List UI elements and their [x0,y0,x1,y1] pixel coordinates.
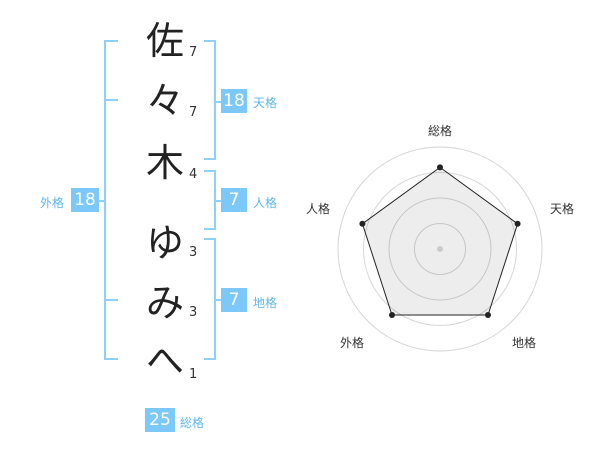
name-char-1: 佐 [145,19,184,63]
tenkaku-value-badge: 18 [221,89,247,113]
name-char-5: み [145,281,184,325]
radar-point-1 [437,164,443,171]
stroke-count-6: 1 [189,367,198,382]
stroke-count-3: 4 [189,167,198,182]
stroke-count-2: 7 [189,105,198,120]
radar-point-4 [389,312,395,318]
radar-axis-label-2: 天格 [549,202,574,216]
gaikaku-value-badge: 18 [71,188,99,212]
stroke-count-4: 3 [189,245,198,260]
radar-axis-label-4: 外格 [339,336,364,350]
name-char-6: へ [145,339,184,383]
radar-center-dot [437,246,443,252]
radar-axis-label-5: 人格 [305,202,330,216]
radar-point-5 [359,220,366,227]
chikaku-value-badge: 7 [221,288,247,312]
gaikaku-label: 外格 [40,196,65,210]
soukaku-label: 総格 [180,416,205,430]
radar-ring-2 [388,197,492,301]
chikaku-label: 地格 [253,296,278,310]
name-char-4: ゆ [145,221,184,265]
name-char-2: 々 [145,79,184,123]
radar-ring-3 [363,172,517,326]
soukaku-value-badge: 25 [145,408,175,432]
radar-point-3 [485,312,491,318]
tenkaku-label: 天格 [253,96,278,110]
radar-axis-label-3: 地格 [511,336,536,350]
stroke-count-1: 7 [189,45,198,60]
jinkaku-label: 人格 [253,196,278,210]
radar-series [361,166,519,316]
radar-ring-1 [414,223,466,275]
radar-axis-label-1: 総格 [427,124,452,138]
radar-ring-4 [337,146,543,352]
stroke-count-5: 3 [189,305,198,320]
jinkaku-value-badge: 7 [221,188,247,212]
name-char-3: 木 [145,141,184,185]
radar-point-2 [514,220,521,227]
